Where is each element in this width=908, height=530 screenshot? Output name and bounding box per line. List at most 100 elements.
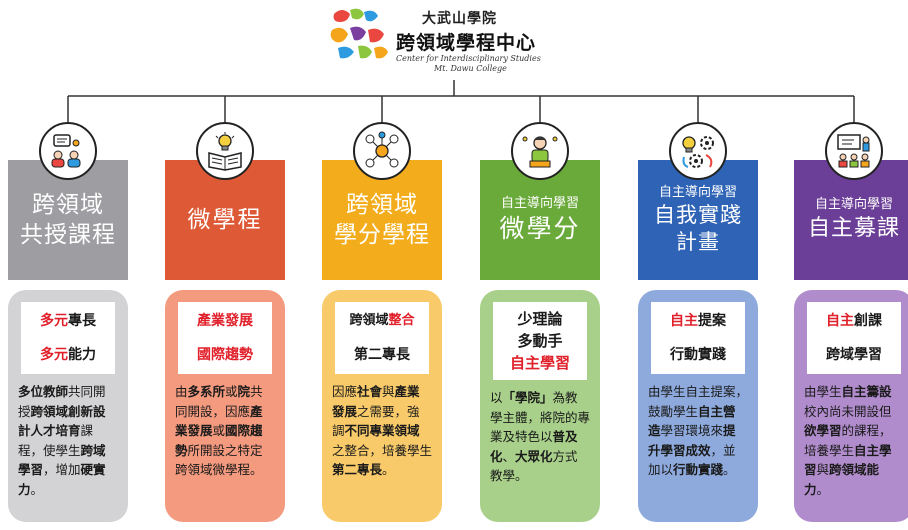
keyword-highlight: 整合 — [388, 313, 415, 328]
program-title-line: 跨領域 — [32, 192, 104, 218]
description-text: 增加 — [55, 462, 81, 477]
book-lightbulb-icon — [196, 122, 254, 180]
school-name: 大武山學院 — [422, 11, 497, 27]
description-text: 開授 — [18, 384, 106, 419]
description-text: 由學生 — [804, 384, 842, 399]
keyword-text: 行動實踐 — [670, 347, 726, 363]
description-text: 共同 — [68, 384, 94, 399]
keyword-box: 多元專長 多元能力 — [21, 302, 115, 374]
description-text: 校內尚未開設但 — [804, 403, 892, 419]
description-emphasis: 自主營造 — [648, 403, 736, 439]
program-title-line: 跨領域 — [346, 192, 418, 218]
program-description: 以「學院」為教學主體，將院的專業及特色以普及化、大眾化方式教學。 — [490, 388, 590, 486]
teacher-icon — [511, 122, 569, 180]
description-text: 之需要，強調 — [332, 403, 420, 439]
keyword-text: 能力 — [68, 347, 96, 363]
program-description: 多位教師共同開授跨領域創新設計人才培育課程，使學生跨域學習，增加硬實力。 — [18, 382, 118, 499]
description-emphasis: 自主籌設 — [841, 384, 892, 399]
keyword-box: 跨領域整合 第二專長 — [335, 302, 429, 374]
description-emphasis: 新設計人才培 — [18, 403, 106, 439]
description-emphasis: 多位 — [18, 384, 44, 399]
college-logo — [330, 8, 388, 59]
description-emphasis: 跨領域能力 — [804, 462, 880, 497]
program-title-line: 計畫 — [676, 230, 720, 254]
keyword-highlight: 產業發展 — [197, 313, 253, 329]
description-emphasis: 硬實力 — [18, 462, 106, 497]
description-emphasis: 不同專業領域 — [344, 423, 420, 438]
keyword-text: 跨領域 — [349, 313, 389, 328]
program-subtitle: 自主導向學習 — [500, 196, 579, 211]
description-emphasis: 多系所 — [187, 384, 226, 399]
program-title-box: 自主導向學習 自我實踐 計畫 — [638, 160, 758, 280]
program-title-line: 學分學程 — [334, 222, 430, 248]
keyword-highlight: 多元 — [40, 347, 68, 363]
program-title-line: 自主募課 — [807, 216, 900, 241]
program-card: 自主創課 跨域學習 由學生自主籌設校內尚未開設但欲學習的課程，培養學生自主學習與… — [794, 290, 908, 522]
keyword-text: 第二專長 — [354, 347, 410, 363]
program-title-box: 自主導向學習 自主募課 — [794, 160, 908, 280]
description-emphasis: 大眾化 — [515, 448, 553, 464]
keyword-highlight: 自主 — [826, 313, 854, 329]
program-title-box: 微學程 — [165, 160, 285, 280]
college-english-name: Mt. Dawu College — [434, 64, 507, 73]
program-description: 由學生自主籌設校內尚未開設但欲學習的課程，培養學生自主學習與跨領域能力。 — [804, 382, 904, 499]
description-text: 由學生自主提案，鼓勵學生 — [648, 384, 749, 419]
description-text: 之整合，培養學生 — [332, 442, 433, 458]
center-english-name: Center for Interdisciplinary Studies — [396, 54, 541, 63]
description-text: 與 — [382, 384, 395, 399]
description-text: 方式教學。 — [490, 448, 578, 484]
program-title-line: 微學程 — [187, 207, 263, 233]
description-emphasis: 育 — [68, 423, 81, 438]
description-text: 的課程，培養學生 — [804, 423, 892, 458]
description-emphasis: 跨域學習 — [18, 442, 106, 478]
classroom-icon — [825, 122, 883, 180]
description-text: ，並加以 — [648, 442, 736, 478]
description-text: 以 — [490, 390, 503, 405]
description-text: 學習環境來 — [660, 423, 724, 438]
description-text: 。 — [816, 481, 830, 497]
program-card: 產業發展 國際趨勢 由多系所或院共同開設，因應產業發展或國際趨勢所開設之特定跨領… — [165, 290, 285, 522]
program-card: 跨領域整合 第二專長 因應社會與產業發展之需要，強調不同專業領域之整合，培養學生… — [322, 290, 442, 522]
keyword-text: 少理論 — [517, 310, 563, 328]
program-title-box: 跨領域 學分學程 — [322, 160, 442, 280]
description-text: 。 — [723, 462, 736, 477]
keyword-box: 少理論 多動手 自主學習 — [493, 302, 587, 380]
description-emphasis: 跨領域 — [30, 403, 69, 419]
keyword-box: 自主提案 行動實踐 — [651, 302, 745, 374]
description-text: 或 — [225, 384, 238, 399]
program-title-line: 自我實踐 — [654, 203, 742, 227]
description-text: 課程，使學 — [18, 423, 94, 458]
description-emphasis: 教師 — [43, 384, 69, 399]
description-text: 與 — [816, 462, 830, 477]
keyword-highlight: 自主學習 — [509, 354, 570, 372]
meeting-icon — [39, 122, 97, 180]
description-text: 由 — [175, 384, 188, 399]
description-emphasis: 自主學習 — [804, 442, 892, 478]
description-text: ， — [43, 462, 56, 477]
keyword-highlight: 多元 — [40, 313, 68, 329]
keyword-text: 創課 — [854, 313, 882, 329]
program-title-box: 跨領域 共授課程 — [8, 160, 128, 280]
description-emphasis: 產業發展 — [175, 403, 263, 439]
program-card: 自主提案 行動實踐 由學生自主提案，鼓勵學生自主營造學習環境來提升學習成效，並加… — [638, 290, 758, 522]
description-text: 。 — [382, 462, 395, 477]
description-text: 為教學主體，將院的專業及特色以 — [490, 390, 591, 444]
program-description: 因應社會與產業發展之需要，強調不同專業領域之整合，培養學生第二專長。 — [332, 382, 432, 480]
keyword-text: 跨域學習 — [826, 347, 882, 363]
keyword-text: 提案 — [698, 313, 726, 329]
program-description: 由多系所或院共同開設，因應產業發展或國際趨勢所開設之特定跨領域微學程。 — [175, 382, 275, 480]
network-icon — [353, 122, 411, 180]
description-text: 、 — [502, 448, 516, 464]
description-text: 。 — [30, 481, 44, 497]
description-emphasis: 提升學習成效 — [648, 423, 736, 458]
program-card: 多元專長 多元能力 多位教師共同開授跨領域創新設計人才培育課程，使學生跨域學習，… — [8, 290, 128, 522]
program-title-box: 自主導向學習 微學分 — [480, 160, 600, 280]
description-text: 所開設之特定跨領域微學程。 — [175, 442, 263, 478]
program-subtitle: 自主導向學習 — [814, 197, 893, 212]
program-card: 少理論 多動手 自主學習 以「學院」為教學主體，將院的專業及特色以普及化、大眾化… — [480, 290, 600, 522]
keyword-box: 產業發展 國際趨勢 — [178, 302, 272, 374]
keyword-text: 專長 — [68, 313, 96, 329]
description-emphasis: 欲學習 — [804, 423, 842, 438]
keyword-box: 自主創課 跨域學習 — [807, 302, 901, 374]
description-text: 生 — [68, 442, 81, 458]
